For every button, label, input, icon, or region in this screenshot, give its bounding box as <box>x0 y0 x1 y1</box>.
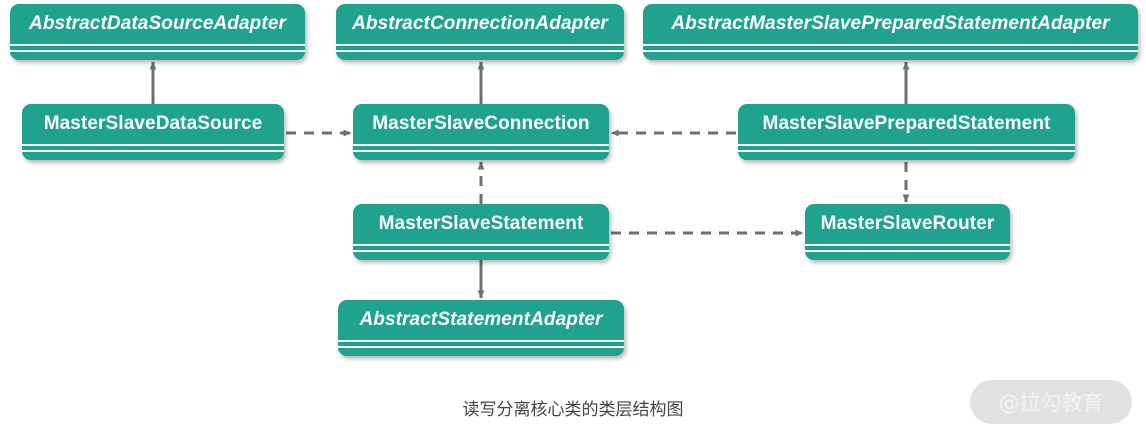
operations-compartment <box>353 152 609 160</box>
operations-compartment <box>353 252 609 260</box>
class-node-abstract-master-slave-prepared-statement-adapter[interactable]: AbstractMasterSlavePreparedStatementAdap… <box>643 4 1138 60</box>
compartment-divider-attributes <box>805 244 1010 246</box>
watermark-badge: @拉勾教育 <box>970 380 1132 424</box>
class-name-label: MasterSlavePreparedStatement <box>762 113 1051 134</box>
operations-compartment <box>338 348 624 356</box>
compartment-divider-operations <box>22 150 284 152</box>
class-name-label: MasterSlaveDataSource <box>43 113 263 134</box>
class-name-label: MasterSlaveStatement <box>378 213 584 234</box>
attributes-compartment <box>805 246 1010 250</box>
compartment-divider-attributes <box>353 144 609 146</box>
compartment-divider-attributes <box>336 44 624 46</box>
compartment-divider-operations <box>10 50 305 52</box>
compartment-divider-operations <box>643 50 1138 52</box>
attributes-compartment <box>336 46 624 50</box>
compartment-divider-operations <box>353 150 609 152</box>
class-node-master-slave-statement[interactable]: MasterSlaveStatement <box>353 204 609 260</box>
attributes-compartment <box>338 342 624 346</box>
attributes-compartment <box>738 146 1075 150</box>
operations-compartment <box>738 152 1075 160</box>
compartment-divider-operations <box>738 150 1075 152</box>
compartment-divider-operations <box>338 346 624 348</box>
class-name-label: AbstractConnectionAdapter <box>352 13 608 34</box>
class-node-abstract-connection-adapter[interactable]: AbstractConnectionAdapter <box>336 4 624 60</box>
class-node-master-slave-connection[interactable]: MasterSlaveConnection <box>353 104 609 160</box>
compartment-divider-operations <box>336 50 624 52</box>
attributes-compartment <box>10 46 305 50</box>
class-node-master-slave-router[interactable]: MasterSlaveRouter <box>805 204 1010 260</box>
diagram-caption: 读写分离核心类的类层结构图 <box>462 400 684 420</box>
operations-compartment <box>643 52 1138 60</box>
class-node-abstract-data-source-adapter[interactable]: AbstractDataSourceAdapter <box>10 4 305 60</box>
operations-compartment <box>10 52 305 60</box>
compartment-divider-attributes <box>10 44 305 46</box>
class-name-label: MasterSlaveConnection <box>372 113 590 134</box>
class-name-label: AbstractDataSourceAdapter <box>29 13 286 34</box>
operations-compartment <box>805 252 1010 260</box>
class-name-label: AbstractStatementAdapter <box>359 309 603 330</box>
class-name-label: AbstractMasterSlavePreparedStatementAdap… <box>671 13 1110 34</box>
compartment-divider-operations <box>805 250 1010 252</box>
compartment-divider-attributes <box>643 44 1138 46</box>
compartment-divider-attributes <box>738 144 1075 146</box>
attributes-compartment <box>353 246 609 250</box>
operations-compartment <box>336 52 624 60</box>
attributes-compartment <box>643 46 1138 50</box>
class-node-abstract-statement-adapter[interactable]: AbstractStatementAdapter <box>338 300 624 356</box>
class-node-master-slave-data-source[interactable]: MasterSlaveDataSource <box>22 104 284 160</box>
compartment-divider-attributes <box>353 244 609 246</box>
compartment-divider-operations <box>353 250 609 252</box>
class-node-master-slave-prepared-statement[interactable]: MasterSlavePreparedStatement <box>738 104 1075 160</box>
attributes-compartment <box>353 146 609 150</box>
compartment-divider-attributes <box>22 144 284 146</box>
operations-compartment <box>22 152 284 160</box>
attributes-compartment <box>22 146 284 150</box>
compartment-divider-attributes <box>338 340 624 342</box>
class-name-label: MasterSlaveRouter <box>820 213 995 234</box>
